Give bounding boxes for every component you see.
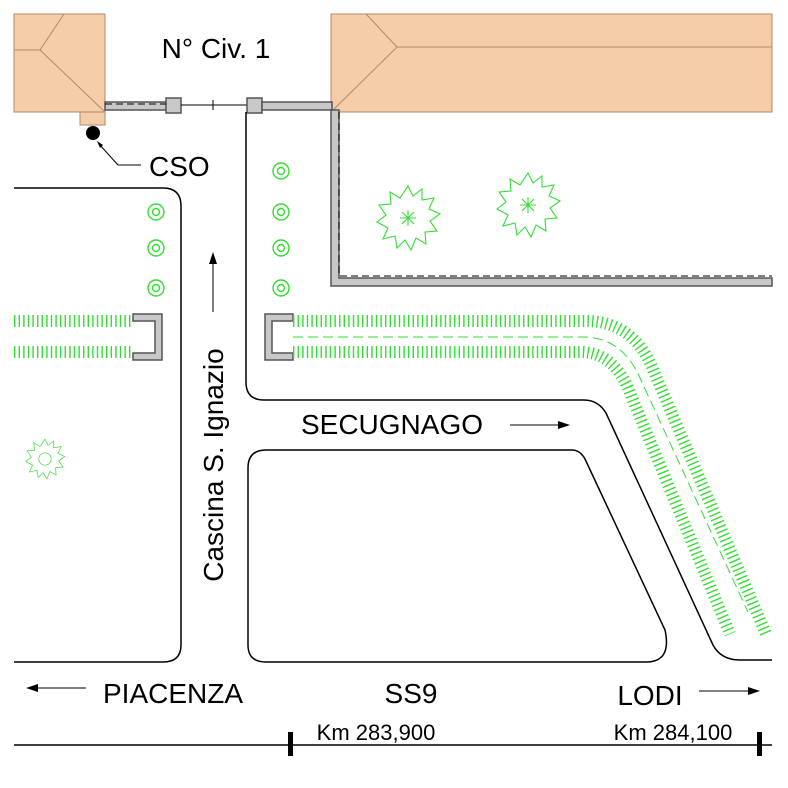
gate-post-right (246, 97, 263, 114)
road-edge-top-left (14, 187, 182, 663)
arrow-left-piacenza-icon (26, 684, 86, 692)
tree-icon (495, 171, 562, 239)
hedge-right-top (293, 315, 772, 637)
buildings (13, 13, 773, 126)
labels: N° Civ. 1 CSO Cascina S. Ignazio SECUGNA… (103, 33, 732, 745)
tree-icon (25, 438, 66, 480)
ss9-label: SS9 (385, 678, 438, 709)
tree-icon (375, 184, 442, 252)
hedge-right-bottom (293, 346, 736, 637)
shrub-icon (272, 239, 290, 257)
shrub-icon (147, 203, 165, 221)
shrub-icon (272, 203, 290, 221)
cso-arrow-icon (97, 141, 103, 148)
building-left-corner-post (79, 111, 106, 126)
shrub-icon (147, 279, 165, 297)
km-tick-left (288, 732, 293, 756)
km-markers (288, 732, 762, 756)
road-edges (14, 112, 772, 746)
secugnago-label: SECUGNAGO (301, 409, 483, 440)
wall-bracket-left (132, 313, 163, 361)
shrub-icon (147, 239, 165, 257)
building-right (330, 13, 773, 113)
shrub-icon (272, 162, 290, 180)
cso-marker (86, 126, 141, 166)
wall-courtyard (330, 109, 773, 287)
building-right-roof-lines (330, 13, 772, 113)
walls (104, 97, 773, 361)
km-right-label: Km 284,100 (614, 720, 733, 745)
cso-dot-icon (86, 126, 100, 140)
shrubs (147, 162, 290, 297)
arrow-up-icon (209, 252, 217, 312)
km-left-label: Km 283,900 (317, 720, 436, 745)
lodi-label: LODI (617, 680, 682, 711)
wall-bracket-right (264, 313, 294, 361)
km-tick-right (757, 732, 762, 756)
shrub-icon (272, 279, 290, 297)
hedges (14, 315, 772, 637)
building-left (13, 13, 106, 113)
trees (25, 171, 562, 480)
building-left-roof-lines (13, 13, 106, 113)
cso-label: CSO (149, 151, 210, 182)
wall-right-top (261, 101, 333, 111)
piacenza-label: PIACENZA (103, 678, 243, 709)
gate-post-left (165, 97, 182, 114)
hedge-right-centerline (293, 336, 749, 613)
arrow-right-secugnago-icon (510, 421, 570, 429)
direction-arrows (26, 252, 760, 695)
side-road-label: Cascina S. Ignazio (198, 348, 229, 581)
road-edge-block (247, 449, 668, 663)
wall-left-top (104, 101, 168, 111)
cso-leader-diagonal (98, 143, 119, 166)
arrow-right-lodi-icon (699, 687, 760, 695)
road-edge-side-road-right (245, 112, 772, 661)
fence-dashed-inner (338, 112, 772, 277)
civic-number-label: N° Civ. 1 (162, 33, 271, 64)
